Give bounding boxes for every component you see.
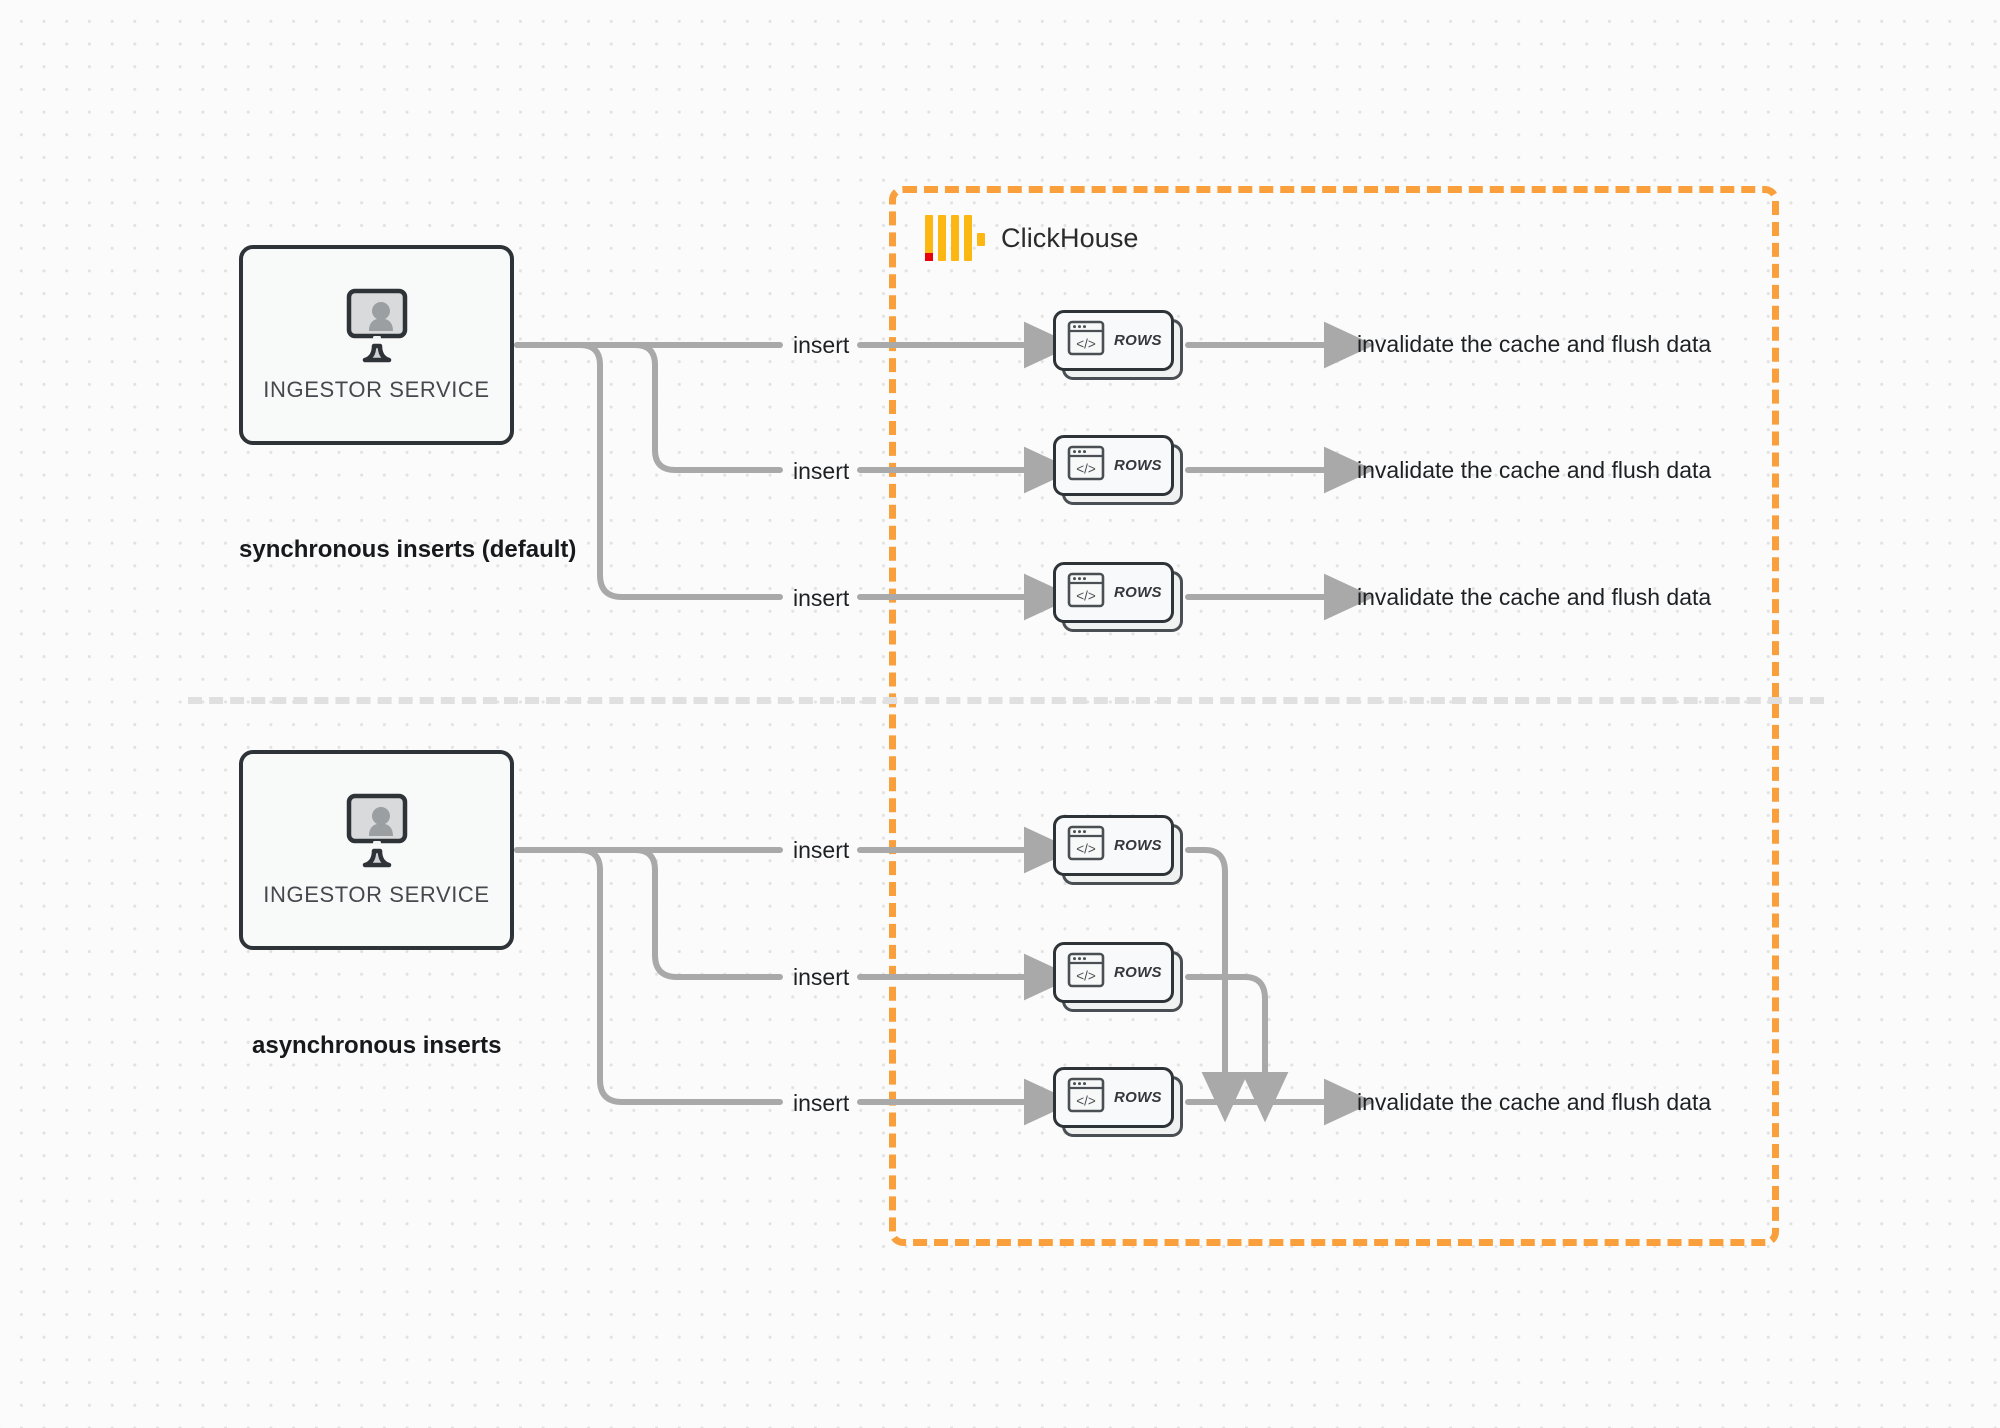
rows-card-face: </> ROWS <box>1053 435 1174 496</box>
code-window-icon: </> <box>1067 952 1105 993</box>
rows-card-label: ROWS <box>1114 457 1162 474</box>
logo-bar-1 <box>925 215 933 261</box>
ingestor-service-label: INGESTOR SERVICE <box>263 881 490 907</box>
svg-text:</>: </> <box>1076 462 1096 477</box>
insert-label-async-3: insert <box>793 1090 850 1116</box>
code-window-icon: </> <box>1067 572 1105 613</box>
code-window-icon: </> <box>1067 320 1105 361</box>
clickhouse-header: ClickHouse <box>925 215 1139 261</box>
wire-async-branch-2 <box>514 847 783 980</box>
ingestor-service-async[interactable]: INGESTOR SERVICE <box>239 750 514 950</box>
rows-card-async-2[interactable]: </> ROWS <box>1053 942 1183 1012</box>
insert-label-async-2: insert <box>793 964 850 990</box>
insert-label-sync-3: insert <box>793 585 850 611</box>
svg-text:</>: </> <box>1076 842 1096 857</box>
rows-card-face: </> ROWS <box>1053 310 1174 371</box>
clickhouse-boundary <box>889 186 1779 1246</box>
ingestor-service-sync[interactable]: INGESTOR SERVICE <box>239 245 514 445</box>
caption-synchronous: synchronous inserts (default) <box>239 536 577 563</box>
result-label-sync-3: invalidate the cache and flush data <box>1357 584 1712 610</box>
monitor-user-icon <box>335 793 419 876</box>
code-window-icon: </> <box>1067 1077 1105 1118</box>
rows-card-async-1[interactable]: </> ROWS <box>1053 815 1183 885</box>
result-label-async: invalidate the cache and flush data <box>1357 1089 1712 1115</box>
clickhouse-logo <box>925 215 985 261</box>
svg-text:</>: </> <box>1076 337 1096 352</box>
logo-nib <box>977 233 985 246</box>
monitor-user-icon <box>335 288 419 371</box>
rows-card-label: ROWS <box>1114 332 1162 349</box>
rows-card-label: ROWS <box>1114 584 1162 601</box>
rows-card-sync-3[interactable]: </> ROWS <box>1053 562 1183 632</box>
rows-card-face: </> ROWS <box>1053 562 1174 623</box>
ingestor-service-label: INGESTOR SERVICE <box>263 376 490 402</box>
rows-card-label: ROWS <box>1114 837 1162 854</box>
rows-card-async-3[interactable]: </> ROWS <box>1053 1067 1183 1137</box>
logo-red-block <box>925 253 933 261</box>
rows-card-sync-1[interactable]: </> ROWS <box>1053 310 1183 380</box>
svg-text:</>: </> <box>1076 969 1096 984</box>
wire-sync-branch-2 <box>514 342 783 473</box>
caption-asynchronous: asynchronous inserts <box>252 1032 502 1059</box>
svg-text:</>: </> <box>1076 1094 1096 1109</box>
rows-card-face: </> ROWS <box>1053 1067 1174 1128</box>
logo-bar-2 <box>938 215 946 261</box>
rows-card-sync-2[interactable]: </> ROWS <box>1053 435 1183 505</box>
wire-async-branch-3 <box>514 847 783 1105</box>
rows-card-face: </> ROWS <box>1053 815 1174 876</box>
insert-label-async-1: insert <box>793 837 850 863</box>
code-window-icon: </> <box>1067 445 1105 486</box>
svg-text:</>: </> <box>1076 589 1096 604</box>
logo-bar-4 <box>964 215 972 261</box>
section-divider <box>188 697 1824 704</box>
insert-label-sync-2: insert <box>793 458 850 484</box>
logo-bar-3 <box>951 215 959 261</box>
clickhouse-title: ClickHouse <box>1001 222 1139 253</box>
code-window-icon: </> <box>1067 825 1105 866</box>
result-label-sync-2: invalidate the cache and flush data <box>1357 457 1712 483</box>
result-label-sync-1: invalidate the cache and flush data <box>1357 331 1712 357</box>
rows-card-label: ROWS <box>1114 964 1162 981</box>
rows-card-label: ROWS <box>1114 1089 1162 1106</box>
rows-card-face: </> ROWS <box>1053 942 1174 1003</box>
insert-label-sync-1: insert <box>793 332 850 358</box>
